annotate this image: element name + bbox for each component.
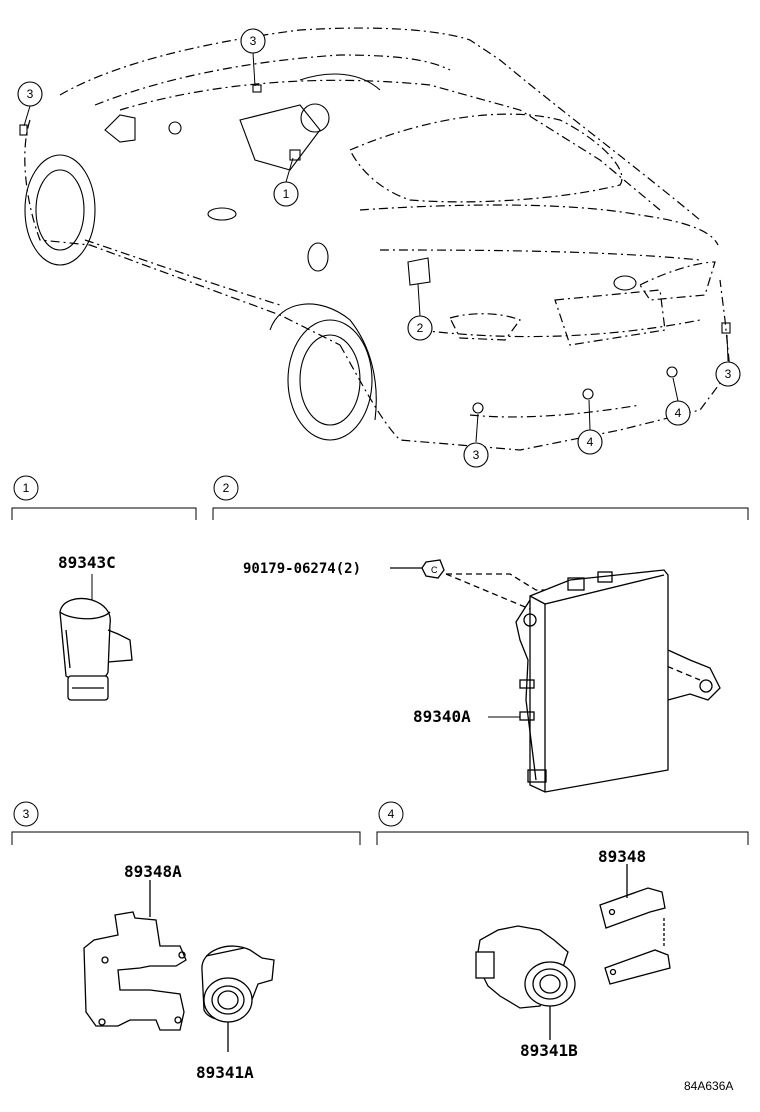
part-number-89341B: 89341B <box>520 1041 578 1060</box>
callout-3-bottom <box>463 442 489 468</box>
part-number-89348A: 89348A <box>124 862 182 881</box>
car-illustration <box>24 27 731 451</box>
section-2-label: 2 <box>223 481 230 495</box>
callout-3-top-label: 3 <box>250 34 257 48</box>
part-89341B-drawing <box>475 925 576 1040</box>
callout-leaders <box>23 52 729 443</box>
section-3-label: 3 <box>23 807 30 821</box>
callout-4-center-label: 4 <box>587 435 594 449</box>
bolt-c-mark: C <box>431 565 438 575</box>
illustration-code: 84A636A <box>684 1079 733 1093</box>
callout-2 <box>407 315 433 341</box>
callout-4-center <box>577 429 603 455</box>
callout-1-label: 1 <box>283 187 290 201</box>
car-solid-details <box>19 73 731 441</box>
callout-1 <box>273 181 299 207</box>
section-headers <box>11 475 749 845</box>
section-4-label: 4 <box>388 807 395 821</box>
part-89348A-drawing <box>83 880 187 1031</box>
callout-3-left <box>17 81 43 107</box>
callout-3-top <box>240 28 266 54</box>
part-89348-drawing <box>599 864 671 985</box>
part-89341A-drawing <box>201 945 275 1052</box>
callout-4-right <box>665 400 691 426</box>
callout-3-left-label: 3 <box>27 87 34 101</box>
part-89343C-drawing <box>59 597 133 701</box>
callout-3-bottom-label: 3 <box>473 448 480 462</box>
part-number-89340A: 89340A <box>413 707 471 726</box>
part-number-89341A: 89341A <box>196 1063 254 1082</box>
part-number-89343C: 89343C <box>58 553 116 572</box>
callout-3-right <box>715 361 741 387</box>
callout-4-right-label: 4 <box>675 406 682 420</box>
section-1-label: 1 <box>23 481 30 495</box>
part-89340A-drawing: C <box>390 559 721 793</box>
part-number-90179-06274: 90179-06274(2) <box>243 561 361 577</box>
callout-3-right-label: 3 <box>725 367 732 381</box>
callout-circles <box>17 28 741 468</box>
part-number-89348: 89348 <box>598 847 646 866</box>
callout-2-label: 2 <box>417 321 424 335</box>
